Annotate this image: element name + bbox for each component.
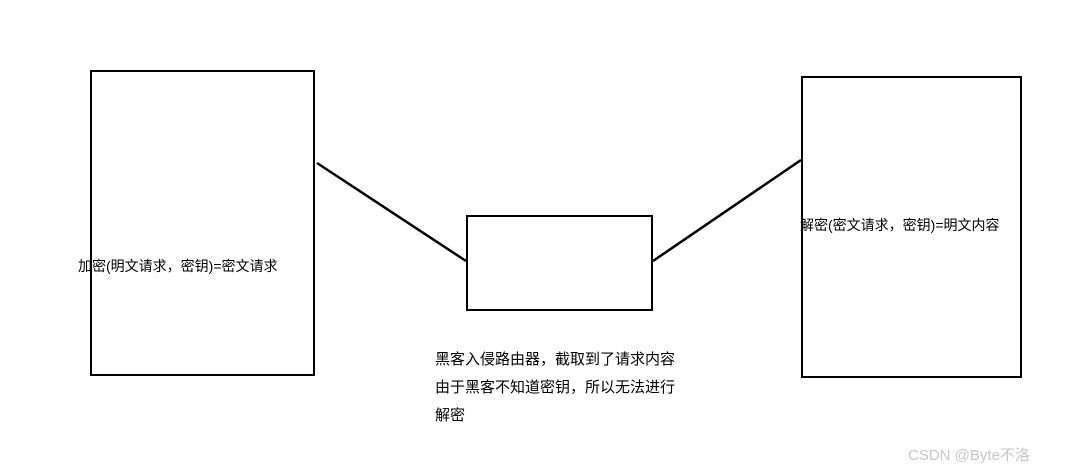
encrypt-formula-label: 加密(明文请求，密钥)=密文请求	[78, 258, 278, 274]
decrypt-box	[801, 76, 1022, 378]
right-connector-line	[652, 158, 802, 263]
encrypt-box	[90, 70, 315, 376]
hacker-caption-line-3: 解密	[435, 407, 466, 424]
hacker-caption: 黑客入侵路由器，截取到了请求内容 由于黑客不知道密钥，所以无法进行 解密	[435, 346, 675, 430]
decrypt-formula-label: 解密(密文请求，密钥)=明文内容	[800, 217, 1000, 233]
watermark: CSDN @Byte不洛	[908, 447, 1030, 464]
left-connector-line	[316, 161, 467, 263]
hacker-caption-line-2: 由于黑客不知道密钥，所以无法进行	[435, 379, 676, 396]
hacker-box	[466, 215, 653, 311]
hacker-caption-line-1: 黑客入侵路由器，截取到了请求内容	[435, 351, 676, 368]
